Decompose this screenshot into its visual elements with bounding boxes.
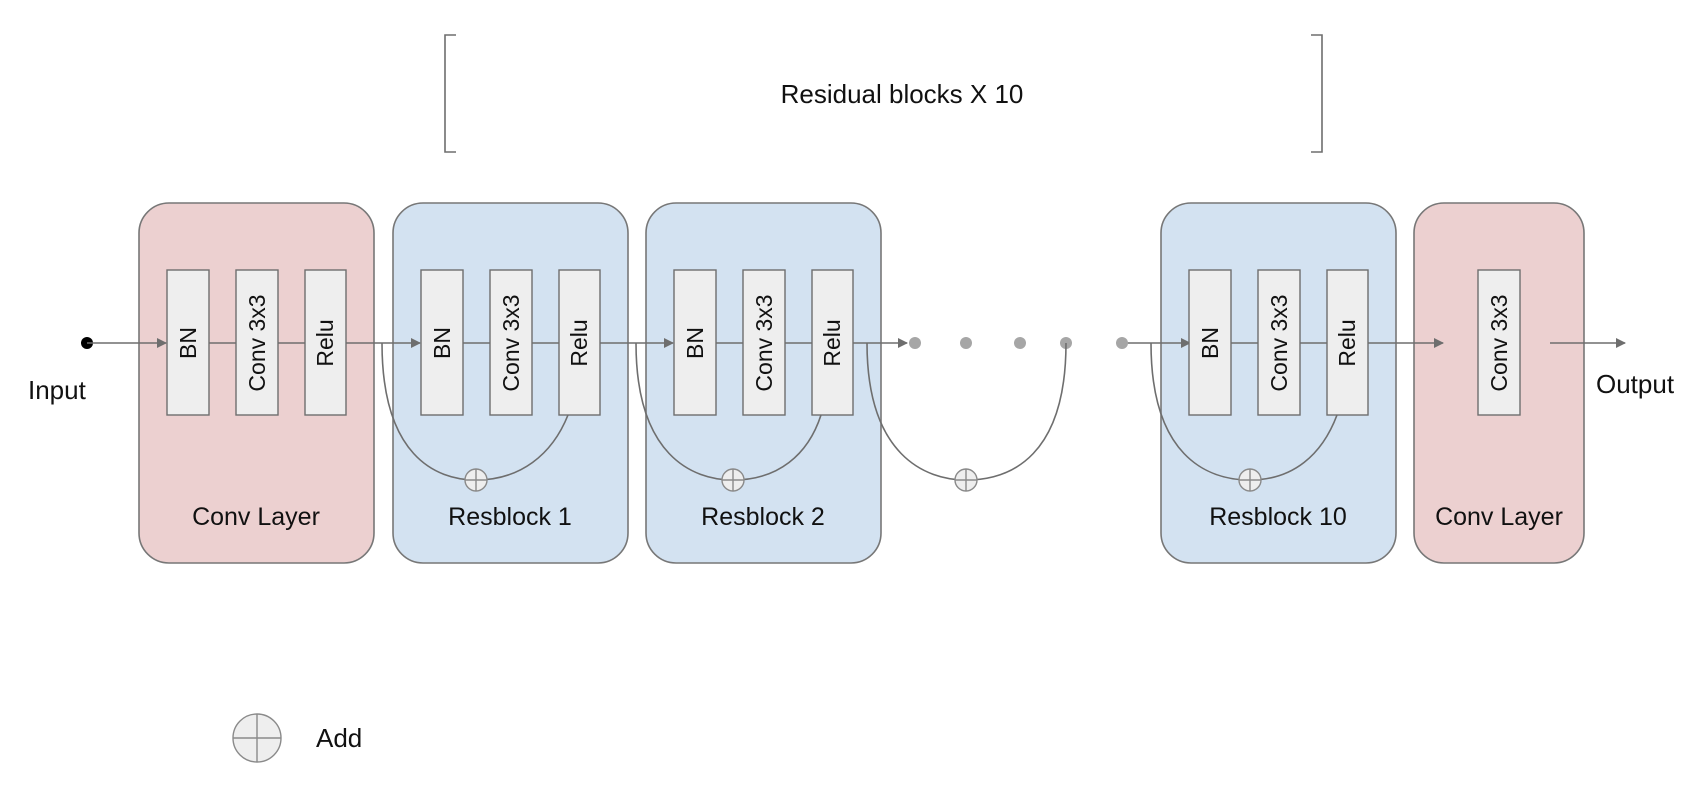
op-relu: Relu xyxy=(558,269,601,416)
op-relu: Relu xyxy=(811,269,854,416)
output-label: Output xyxy=(1596,369,1675,399)
svg-text:Conv 3x3: Conv 3x3 xyxy=(1486,294,1512,391)
op-conv-3x3: Conv 3x3 xyxy=(1257,269,1301,416)
block-label: Conv Layer xyxy=(192,503,320,531)
dot xyxy=(1014,337,1026,349)
svg-text:Conv 3x3: Conv 3x3 xyxy=(498,294,524,391)
op-bn: BN xyxy=(166,269,210,416)
add-node xyxy=(721,468,745,492)
bracket-right xyxy=(1311,34,1323,153)
op-bn: BN xyxy=(420,269,464,416)
svg-text:Relu: Relu xyxy=(312,319,338,366)
input-label: Input xyxy=(28,375,87,405)
add-node xyxy=(1238,468,1262,492)
op-conv-3x3: Conv 3x3 xyxy=(489,269,533,416)
op-relu: Relu xyxy=(304,269,347,416)
ops-resblock-1: BN Conv 3x3 Relu xyxy=(420,269,601,416)
ellipsis-dots xyxy=(909,337,1128,349)
dot xyxy=(1116,337,1128,349)
svg-text:BN: BN xyxy=(175,327,201,359)
main-flow xyxy=(81,337,1626,349)
add-nodes xyxy=(464,468,1262,492)
op-relu: Relu xyxy=(1326,269,1369,416)
legend: Add xyxy=(232,713,362,763)
svg-text:Relu: Relu xyxy=(1334,319,1360,366)
op-conv-3x3: Conv 3x3 xyxy=(742,269,786,416)
bracket-left xyxy=(444,34,456,153)
add-node xyxy=(954,468,978,492)
svg-text:Relu: Relu xyxy=(566,319,592,366)
ops-conv-2: Conv 3x3 xyxy=(1477,269,1521,416)
svg-text:BN: BN xyxy=(429,327,455,359)
ops-conv-1: BN Conv 3x3 Relu xyxy=(166,269,347,416)
bracket-label: Residual blocks X 10 xyxy=(781,79,1024,109)
svg-text:BN: BN xyxy=(1197,327,1223,359)
block-label: Resblock 10 xyxy=(1209,503,1347,531)
add-legend-label: Add xyxy=(316,723,362,753)
block-label: Conv Layer xyxy=(1435,503,1563,531)
skip-ellipsis xyxy=(866,342,1067,481)
residual-bracket: Residual blocks X 10 xyxy=(444,34,1323,153)
svg-text:Relu: Relu xyxy=(819,319,845,366)
svg-text:Conv 3x3: Conv 3x3 xyxy=(244,294,270,391)
svg-text:Conv 3x3: Conv 3x3 xyxy=(1266,294,1292,391)
op-conv-3x3: Conv 3x3 xyxy=(1477,269,1521,416)
block-label: Resblock 1 xyxy=(448,503,572,531)
dot xyxy=(960,337,972,349)
svg-text:BN: BN xyxy=(682,327,708,359)
svg-text:Conv 3x3: Conv 3x3 xyxy=(751,294,777,391)
op-bn: BN xyxy=(1188,269,1232,416)
ops-resblock-2: BN Conv 3x3 Relu xyxy=(673,269,854,416)
op-bn: BN xyxy=(673,269,717,416)
dot xyxy=(909,337,921,349)
ops-resblock-10: BN Conv 3x3 Relu xyxy=(1188,269,1369,416)
op-conv-3x3: Conv 3x3 xyxy=(235,269,279,416)
block-label: Resblock 2 xyxy=(701,503,825,531)
add-legend-icon xyxy=(232,713,282,763)
add-node xyxy=(464,468,488,492)
